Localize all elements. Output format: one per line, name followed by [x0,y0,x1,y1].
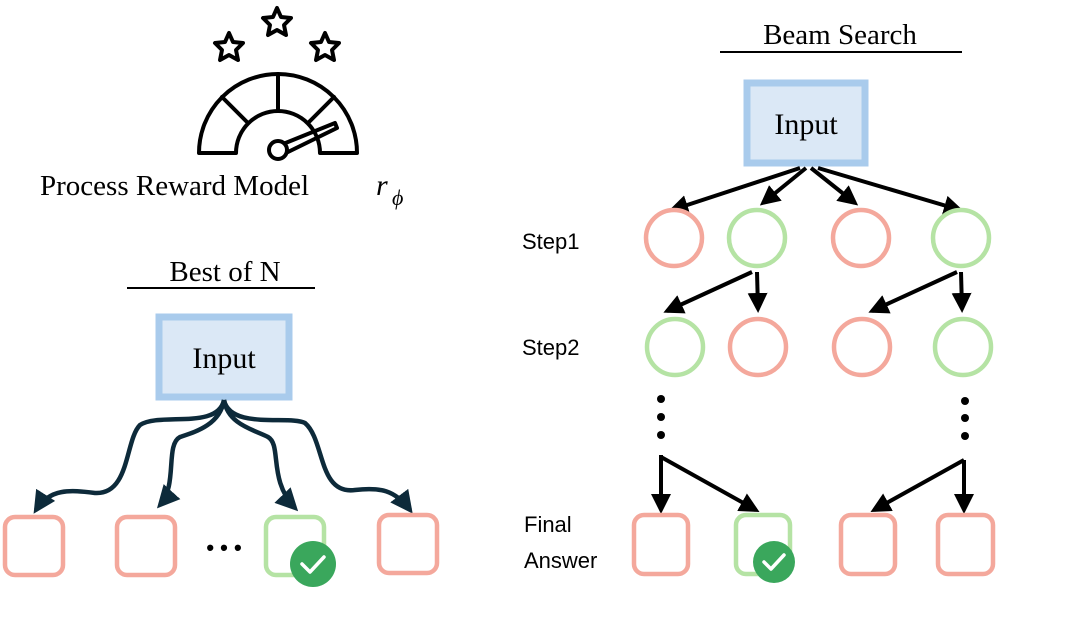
star-icon [261,6,293,37]
row-label-step1: Step1 [522,229,580,254]
final-answer-rejected [631,512,691,577]
best-of-n-input-label: Input [192,342,256,375]
arrow [33,399,227,514]
beam-arrows [651,166,974,514]
row-label-final: Final [524,512,572,537]
candidate-box-rejected [376,512,440,576]
arrow [660,455,760,512]
candidate-box-rejected [2,514,66,578]
arrow [870,458,965,512]
step2-node-kept [644,316,706,378]
step1-node-rejected [643,207,705,269]
prm-symbol: r [376,169,388,202]
arrow [951,271,972,313]
gauge-arc [197,72,359,155]
candidate-box-rejected [114,514,178,578]
step2-node-rejected [727,316,789,378]
arrow [747,271,768,313]
star-icon [213,31,245,62]
step2-node-rejected [831,316,893,378]
arrow [221,399,299,512]
best-of-n-title: Best of N [169,256,280,288]
prm-subscript: ϕ [392,185,403,210]
ellipsis: • • • [206,535,241,560]
beam-search-title: Beam Search [763,19,917,51]
row-label-step2: Step2 [522,335,580,360]
arrow [868,270,958,314]
best-of-n-arrows [33,399,413,514]
vertical-ellipsis-left [657,395,665,439]
best-of-n-input-box: Input [155,313,293,401]
gauge-with-stars-icon [197,6,359,161]
row-label-answer: Answer [524,548,597,573]
arrow [809,166,859,206]
check-badge-icon [753,541,795,583]
arrow [668,166,801,215]
arrow [759,166,808,206]
arrow [663,270,753,314]
vertical-ellipsis-right [961,397,969,440]
arrow [221,399,413,514]
final-answer-rejected [838,512,898,577]
gauge-needle [281,121,339,154]
beam-search-input-label: Input [774,108,838,141]
step1-node-kept [726,207,788,269]
arrow [817,166,964,216]
final-answer-rejected [935,512,996,577]
step1-node-kept [930,207,992,269]
arrow [156,399,227,509]
step1-node-rejected [830,207,892,269]
check-badge-icon [290,541,336,587]
star-icon [309,31,341,62]
beam-search-input-box: Input [743,79,869,167]
prm-title: Process Reward Model [40,170,309,202]
step2-node-kept [932,316,994,378]
